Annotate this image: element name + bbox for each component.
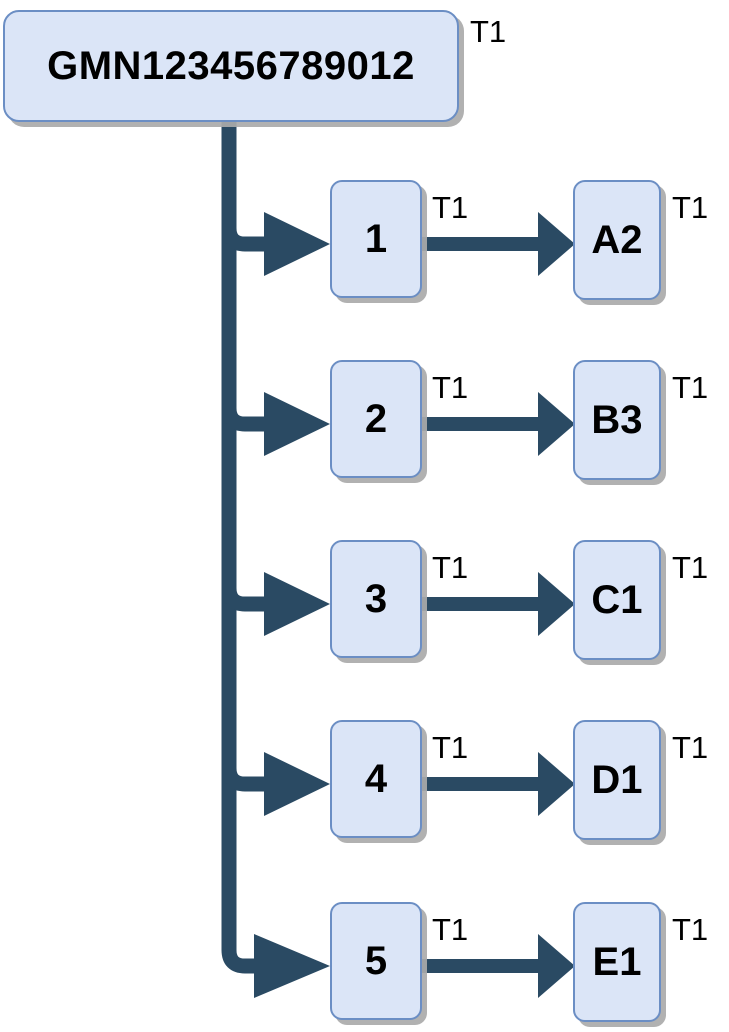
node-leaf-2[interactable]: B3 (573, 360, 661, 480)
leaf-arrowhead-2 (538, 392, 575, 456)
edge-label-mid-5: T1 (432, 912, 469, 947)
node-leaf-4[interactable]: D1 (573, 720, 661, 840)
node-mid-3-label: 3 (364, 577, 388, 621)
branch-arrowhead-3 (264, 572, 330, 636)
node-mid-2[interactable]: 2 (330, 360, 422, 478)
leaf-edge-3 (422, 597, 540, 611)
node-mid-3[interactable]: 3 (330, 540, 422, 658)
node-leaf-4-label: D1 (591, 758, 643, 802)
node-root-label: GMN123456789012 (47, 44, 415, 88)
leaf-arrowhead-4 (538, 752, 575, 816)
node-leaf-3[interactable]: C1 (573, 540, 661, 660)
node-root[interactable]: GMN123456789012 (3, 10, 459, 122)
branch-edge-1 (221, 227, 268, 252)
node-mid-4[interactable]: 4 (330, 720, 422, 838)
node-mid-4-label: 4 (364, 757, 388, 801)
node-mid-5[interactable]: 5 (330, 902, 422, 1020)
edge-label-leaf-2: T1 (672, 370, 709, 405)
node-leaf-5-label: E1 (592, 940, 642, 984)
branch-arrowhead-1 (264, 212, 330, 276)
branch-edge-3 (221, 587, 268, 612)
edge-label-leaf-4: T1 (672, 730, 709, 765)
edge-label-leaf-5: T1 (672, 912, 709, 947)
leaf-arrowhead-3 (538, 572, 575, 636)
leaf-edge-1 (422, 237, 540, 251)
edge-label-leaf-1: T1 (672, 190, 709, 225)
edge-label-mid-4: T1 (432, 730, 469, 765)
node-mid-1-label: 1 (364, 217, 388, 261)
leaf-edge-2 (422, 417, 540, 431)
branch-arrowhead-4 (264, 752, 330, 816)
node-leaf-3-label: C1 (591, 578, 643, 622)
leaf-arrowhead-1 (538, 212, 575, 276)
edge-label-mid-3: T1 (432, 550, 469, 585)
edge-label-mid-1: T1 (432, 190, 469, 225)
leaf-edge-5 (422, 959, 540, 973)
node-leaf-2-label: B3 (591, 398, 643, 442)
edge-label-leaf-3: T1 (672, 550, 709, 585)
branch-edge-4 (221, 767, 268, 792)
branch-arrowhead-2 (264, 392, 330, 456)
node-mid-1[interactable]: 1 (330, 180, 422, 298)
leaf-arrowhead-5 (538, 934, 575, 998)
trunk-edge (221, 122, 258, 974)
node-leaf-1-label: A2 (591, 218, 643, 262)
edge-label-root: T1 (470, 14, 507, 49)
node-leaf-5[interactable]: E1 (573, 902, 661, 1022)
leaf-edge-4 (422, 777, 540, 791)
node-mid-5-label: 5 (364, 939, 388, 983)
branch-edge-2 (221, 407, 268, 432)
edge-label-mid-2: T1 (432, 370, 469, 405)
node-mid-2-label: 2 (364, 397, 388, 441)
branch-arrowhead-5 (254, 934, 330, 998)
node-leaf-1[interactable]: A2 (573, 180, 661, 300)
